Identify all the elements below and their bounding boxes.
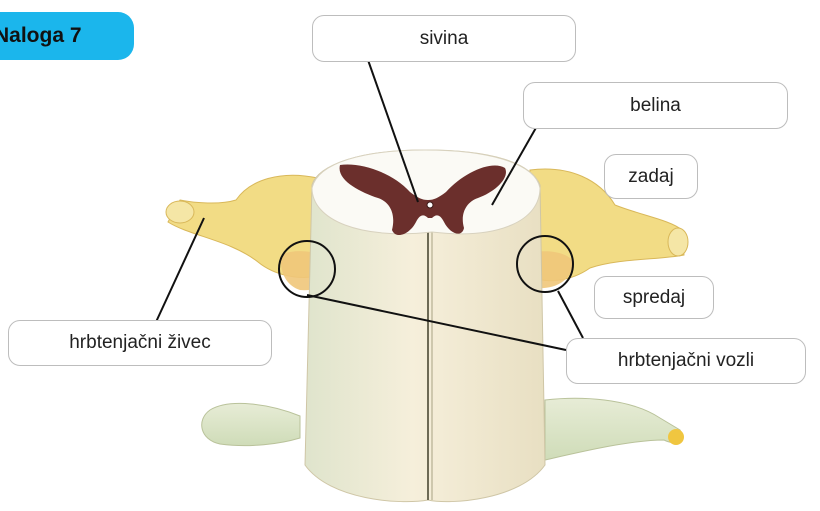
white-matter — [312, 150, 540, 234]
pointer-vozli-right — [558, 291, 583, 338]
label-belina-text: belina — [630, 95, 681, 117]
spinal-cord — [305, 150, 545, 502]
label-spredaj-text: spredaj — [623, 287, 685, 309]
label-zadaj-text: zadaj — [628, 166, 673, 188]
label-spredaj: spredaj — [594, 276, 714, 319]
task-badge: Naloga 7 — [0, 12, 134, 60]
label-zadaj: zadaj — [604, 154, 698, 199]
label-hrbtenjacni-zivec-text: hrbtenjačni živec — [69, 332, 211, 354]
label-hrbtenjacni-vozli-text: hrbtenjačni vozli — [618, 350, 754, 372]
task-label: Naloga 7 — [0, 24, 82, 48]
label-hrbtenjacni-vozli: hrbtenjačni vozli — [566, 338, 806, 384]
label-sivina: sivina — [312, 15, 576, 62]
label-sivina-text: sivina — [420, 28, 469, 50]
ventral-root-left — [202, 403, 300, 445]
label-hrbtenjacni-zivec: hrbtenjačni živec — [8, 320, 272, 366]
ventral-root-right — [545, 398, 684, 460]
label-belina: belina — [523, 82, 788, 129]
pointer-hrbtenjacni-zivec — [156, 218, 204, 322]
